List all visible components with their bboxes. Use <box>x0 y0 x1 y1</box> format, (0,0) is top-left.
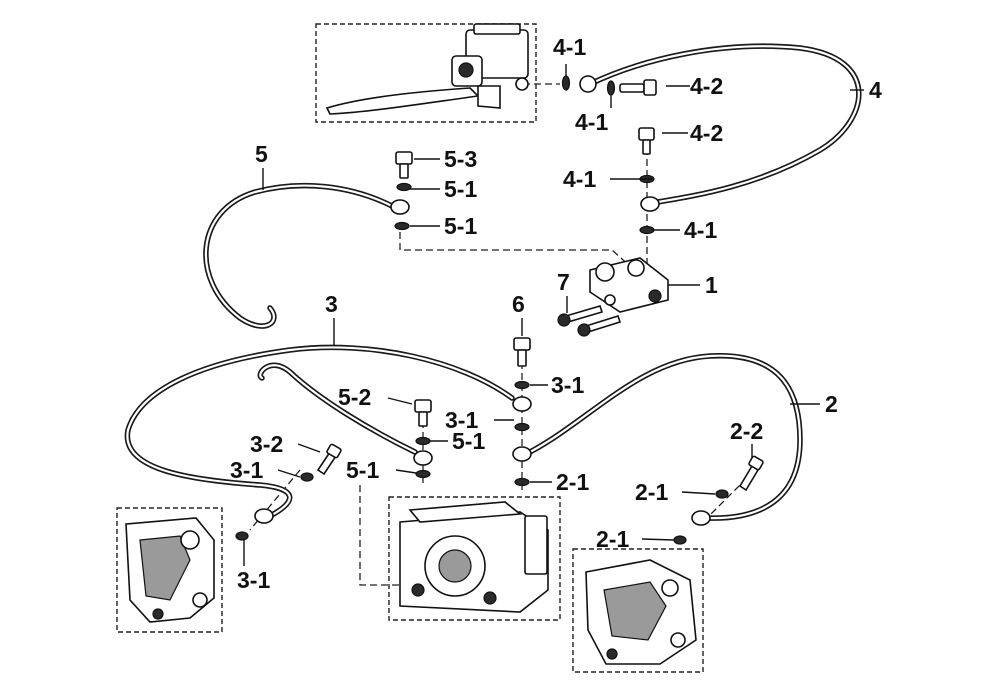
label-3: 3 <box>325 291 338 317</box>
label-4: 4 <box>869 77 882 103</box>
washer-2-1-center <box>514 477 530 487</box>
label-5-1-a: 5-1 <box>444 176 477 202</box>
hose-5 <box>203 182 395 329</box>
label-5-1-c: 5-1 <box>452 428 485 454</box>
hose-5-lower <box>257 362 418 455</box>
bolt-4-2-top <box>619 79 657 96</box>
label-4-1-upper: 4-1 <box>575 109 608 135</box>
washer-3-1-center-b <box>514 422 530 432</box>
bolt-2-2 <box>738 455 764 492</box>
label-5-3: 5-3 <box>444 146 477 172</box>
label-1: 1 <box>705 272 718 298</box>
banjo-2-center <box>512 446 532 462</box>
bolt-6 <box>513 337 531 367</box>
washer-2-1-right-b <box>673 535 687 545</box>
label-2-1-right-a: 2-1 <box>635 479 668 505</box>
banjo-4-top <box>579 75 597 93</box>
label-3-1-center-b: 3-1 <box>445 407 478 433</box>
label-5-2: 5-2 <box>338 384 371 410</box>
label-3-1-center-a: 3-1 <box>551 372 584 398</box>
abs-hydraulic-unit <box>399 501 549 613</box>
hose-2 <box>527 353 803 521</box>
label-4-1-mid: 4-1 <box>563 166 596 192</box>
washer-3-1-center-a <box>514 380 530 390</box>
bolt-4-2-mid <box>638 127 655 155</box>
label-7: 7 <box>557 269 570 295</box>
washer-5-1-a <box>396 182 412 192</box>
washer-4-1-low <box>639 225 655 235</box>
bolt-5-2 <box>414 399 432 427</box>
right-caliper <box>585 559 697 665</box>
master-cylinder-lever <box>325 23 529 115</box>
label-5-1-d: 5-1 <box>346 457 379 483</box>
hose-3 <box>124 344 515 519</box>
right-caliper-group-box <box>572 548 704 673</box>
abs-unit-group-box <box>388 496 561 621</box>
washer-5-1-b <box>394 221 410 231</box>
label-4-1-top: 4-1 <box>553 34 586 60</box>
washer-4-1-top-b <box>606 80 616 96</box>
master-cylinder-group-box <box>315 23 537 123</box>
label-2: 2 <box>825 391 838 417</box>
label-3-1-left-a: 3-1 <box>230 457 263 483</box>
label-4-2-mid: 4-2 <box>690 120 723 146</box>
banjo-3-left <box>254 508 274 524</box>
bolt-3-2 <box>316 443 342 476</box>
banjo-3-center <box>512 396 532 412</box>
label-2-1-center: 2-1 <box>556 469 589 495</box>
label-4-1-low: 4-1 <box>684 217 717 243</box>
left-caliper <box>125 517 215 623</box>
label-3-2: 3-2 <box>250 431 283 457</box>
leader-lines <box>243 64 864 566</box>
banjo-5-lower <box>413 450 433 466</box>
hose-4 <box>587 43 862 205</box>
washer-3-1-left-b <box>235 531 249 541</box>
label-2-1-right-b: 2-1 <box>596 526 629 552</box>
washer-4-1-top <box>561 75 571 91</box>
delay-valve-1 <box>589 257 669 313</box>
washer-5-1-c <box>415 436 431 446</box>
label-5-1-b: 5-1 <box>444 213 477 239</box>
label-3-1-left-b: 3-1 <box>237 567 270 593</box>
bolts-7 <box>557 305 622 337</box>
washer-5-1-d <box>415 469 431 479</box>
label-5: 5 <box>255 141 268 167</box>
washer-2-1-right-a <box>715 489 729 499</box>
banjo-2-right <box>691 510 711 526</box>
label-2-2: 2-2 <box>730 418 763 444</box>
label-6: 6 <box>512 291 525 317</box>
banjo-5 <box>390 199 410 215</box>
left-caliper-group-box <box>116 507 223 633</box>
bolt-5-3 <box>395 151 413 179</box>
label-4-2-top: 4-2 <box>690 73 723 99</box>
washer-3-1-left-a <box>300 472 314 482</box>
banjo-4-mid <box>640 196 660 212</box>
